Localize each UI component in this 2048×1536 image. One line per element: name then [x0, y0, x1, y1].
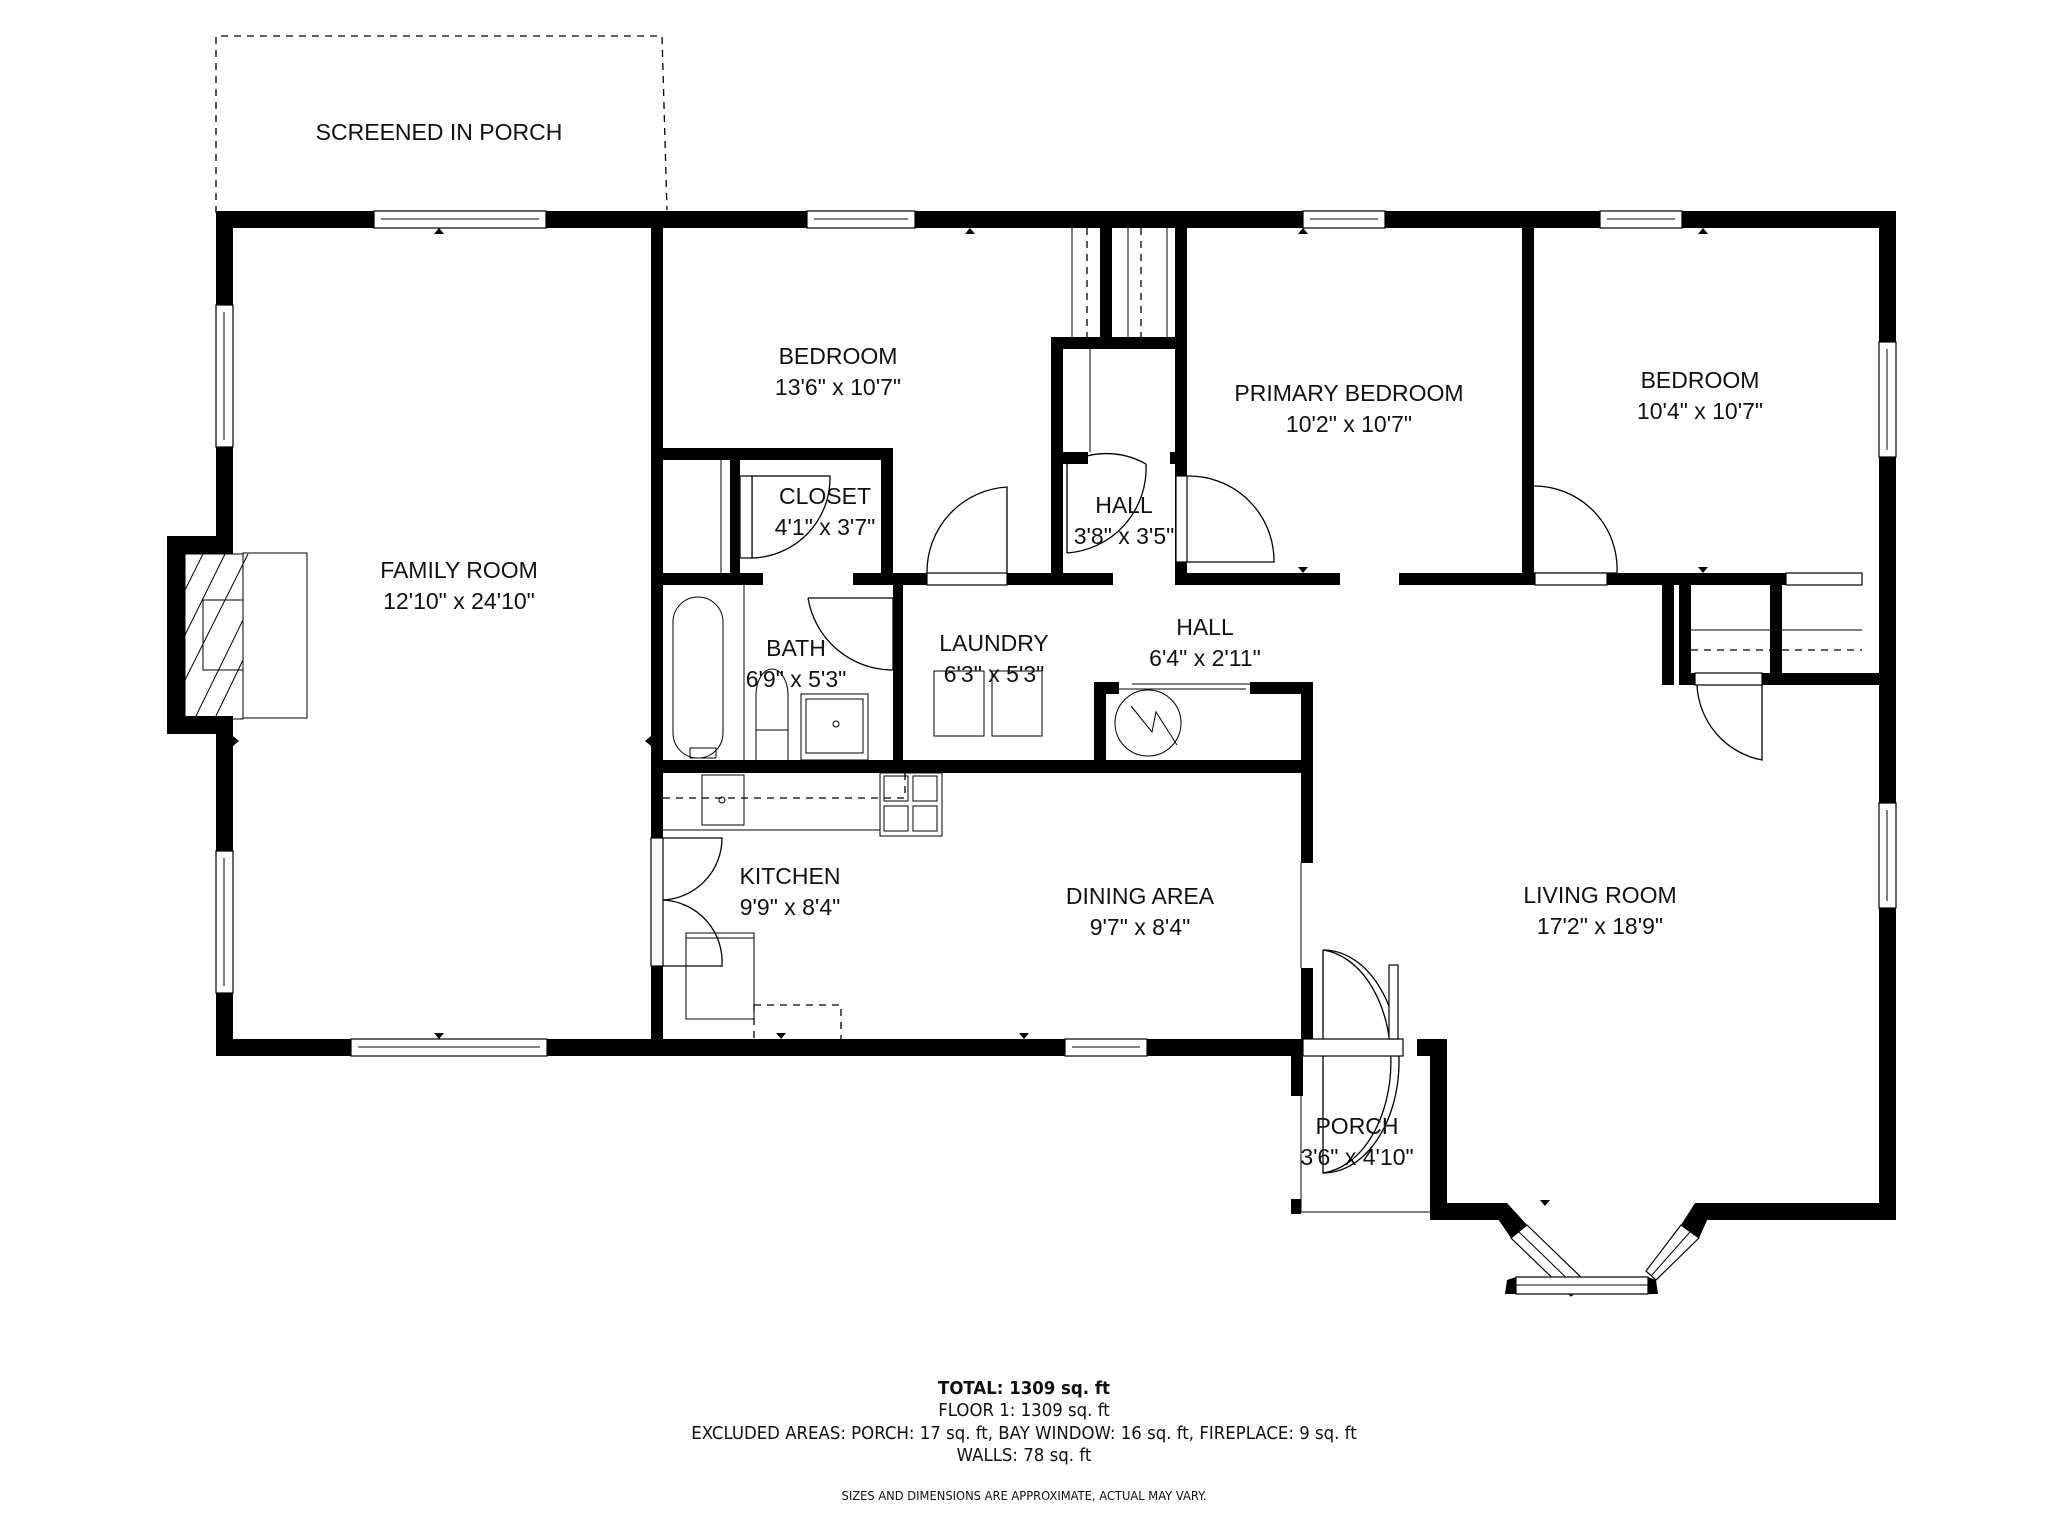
- dims-primary-bedroom: 10'2" x 10'7": [1286, 411, 1412, 437]
- dims-hall-2: 6'4" x 2'11": [1149, 645, 1261, 671]
- disclaimer: SIZES AND DIMENSIONS ARE APPROXIMATE, AC…: [841, 1488, 1207, 1503]
- label-dining-area: DINING AREA: [1066, 883, 1215, 909]
- dims-porch: 3'6" x 4'10": [1300, 1144, 1413, 1170]
- windows: [215, 210, 1897, 1057]
- washer-dryer: [933, 670, 1043, 737]
- bay-window: [1510, 1224, 1700, 1297]
- dimension-markers: [233, 228, 1708, 1206]
- label-laundry: LAUNDRY: [939, 630, 1049, 656]
- label-bedroom-2: BEDROOM: [1641, 367, 1760, 393]
- dims-laundry: 6'3" x 5'3": [944, 661, 1045, 687]
- label-primary-bedroom: PRIMARY BEDROOM: [1234, 380, 1463, 406]
- walls-area: WALLS: 78 sq. ft: [956, 1445, 1092, 1466]
- label-kitchen: KITCHEN: [740, 863, 841, 889]
- label-bath: BATH: [766, 635, 826, 661]
- water-heater: [1106, 683, 1250, 757]
- label-hall-1: HALL: [1095, 492, 1153, 518]
- label-closet: CLOSET: [779, 483, 871, 509]
- dims-bath: 6'9" x 5'3": [746, 666, 847, 692]
- living-closet-shelf: [1691, 572, 1863, 651]
- label-screened-porch: SCREENED IN PORCH: [316, 119, 563, 145]
- dims-hall-1: 3'8" x 3'5": [1074, 523, 1175, 549]
- bathroom-sink: [800, 693, 869, 761]
- stove: [879, 772, 943, 837]
- bathtub: [672, 585, 745, 760]
- total-area: TOTAL: 1309 sq. ft: [938, 1378, 1110, 1399]
- room-labels: SCREENED IN PORCH FAMILY ROOM 12'10" x 2…: [316, 119, 1763, 1170]
- dims-living-room: 17'2" x 18'9": [1537, 913, 1663, 939]
- label-porch: PORCH: [1315, 1113, 1398, 1139]
- excluded-areas: EXCLUDED AREAS: PORCH: 17 sq. ft, BAY WI…: [691, 1423, 1357, 1444]
- toilet: [755, 668, 789, 760]
- dims-bedroom-2: 10'4" x 10'7": [1637, 398, 1763, 424]
- label-family-room: FAMILY ROOM: [380, 557, 538, 583]
- dims-closet: 4'1" x 3'7": [775, 514, 876, 540]
- label-bedroom-1: BEDROOM: [779, 343, 898, 369]
- refrigerator: [685, 932, 842, 1039]
- label-living-room: LIVING ROOM: [1523, 882, 1676, 908]
- dims-family-room: 12'10" x 24'10": [383, 588, 535, 614]
- label-hall-2: HALL: [1176, 614, 1234, 640]
- exterior-walls: [167, 211, 1896, 1294]
- kitchen-counter: [663, 773, 906, 831]
- dims-kitchen: 9'9" x 8'4": [740, 894, 841, 920]
- dims-bedroom-1: 13'6" x 10'7": [775, 374, 901, 400]
- floor1-area: FLOOR 1: 1309 sq. ft: [938, 1400, 1110, 1421]
- doors: [650, 452, 1763, 1174]
- porch-outline: [1300, 964, 1430, 1213]
- closet-sliding-doors: [1071, 228, 1187, 452]
- dims-dining-area: 9'7" x 8'4": [1090, 914, 1191, 940]
- fireplace: [184, 552, 308, 720]
